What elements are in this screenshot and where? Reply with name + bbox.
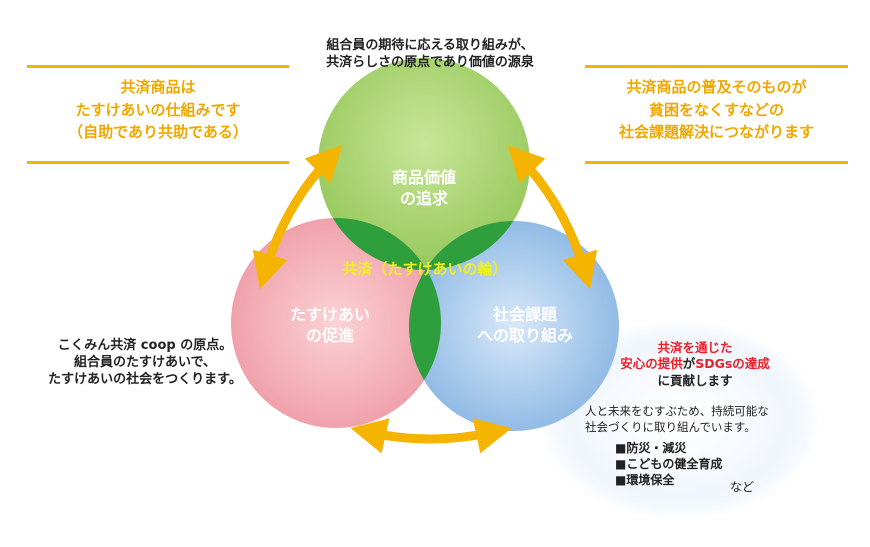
text-line: たすけあいの社会をつくります。 [48,371,242,387]
etc-label: など [730,480,755,494]
label-mutual-aid: たすけあい の促進 [270,305,390,347]
text-line: の追求 [399,188,448,208]
divider [27,65,289,68]
text-line: 人と未来をむすぶため、持続可能な [585,404,769,418]
sdgs-heading: 共済を通じた 安心の提供がSDGsの達成 に貢献します [595,340,795,389]
text-line: たすけあい [289,305,370,324]
arrow-right [507,144,598,290]
sdgs-cloud [540,320,820,520]
list-item: ■環境保全 [615,473,675,488]
caption-line: 共済らしさの原点であり価値の源泉 [326,54,534,70]
list-item: ■防災・減災 [615,441,687,455]
right-box: 共済商品の普及そのものが 貧困をなくすなどの 社会課題解決につながります [585,76,848,144]
divider [27,161,289,164]
left-box: 共済商品は たすけあいの仕組みです （自助であり共助である） [27,76,289,144]
text-line: 共済商品は [120,78,196,96]
text-line: （自助であり共助である） [68,123,248,141]
list-item: ■こどもの健全育成 [615,457,723,472]
text-line: こくみん共済 coop の原点。 [57,338,233,353]
sdgs-list: ■防災・減災 ■こどもの健全育成 ■環境保全 [615,440,722,489]
text-line: 組合員のたすけあいで、 [73,354,217,370]
divider [585,65,848,68]
label-product-value: 商品価値 の追求 [364,168,484,210]
text-line: の促進 [305,325,354,345]
text-line: たすけあいの仕組みです [75,100,241,119]
sdgs-body: 人と未来をむすぶため、持続可能な 社会づくりに取り組んでいます。 [585,404,769,435]
text-line: に貢献します [657,372,733,388]
label-center: 共済（たすけあいの輪） [342,260,508,278]
left-note: こくみん共済 coop の原点。 組合員のたすけあいで、 たすけあいの社会をつく… [30,338,260,389]
divider [585,161,848,164]
top-caption: 組合員の期待に応える取り組みが、 共済らしさの原点であり価値の源泉 [280,38,580,72]
text-line: 社会課題 [492,305,557,324]
caption-line: 組合員の期待に応える取り組みが、 [326,38,534,53]
circle-product-value [318,58,530,270]
text-span: 安心の提供 [620,356,683,372]
arrow-bottom [350,418,512,454]
label-social-issues: 社会課題 への取り組み [460,305,590,347]
text-line: 社会課題解決につながります [618,123,814,141]
text-line: 共済を通じた [657,340,733,355]
arrow-left [252,144,343,290]
text-line: 共済商品の普及そのものが [626,78,807,96]
text-line: への取り組み [476,325,573,345]
text-line: 社会づくりに取り組んでいます。 [585,419,756,434]
text-line: 商品価値 [391,168,456,187]
text-span: SDGsの達成 [695,356,770,372]
text-span: が [682,356,696,372]
text-line: 貧困をなくすなどの [648,100,784,119]
